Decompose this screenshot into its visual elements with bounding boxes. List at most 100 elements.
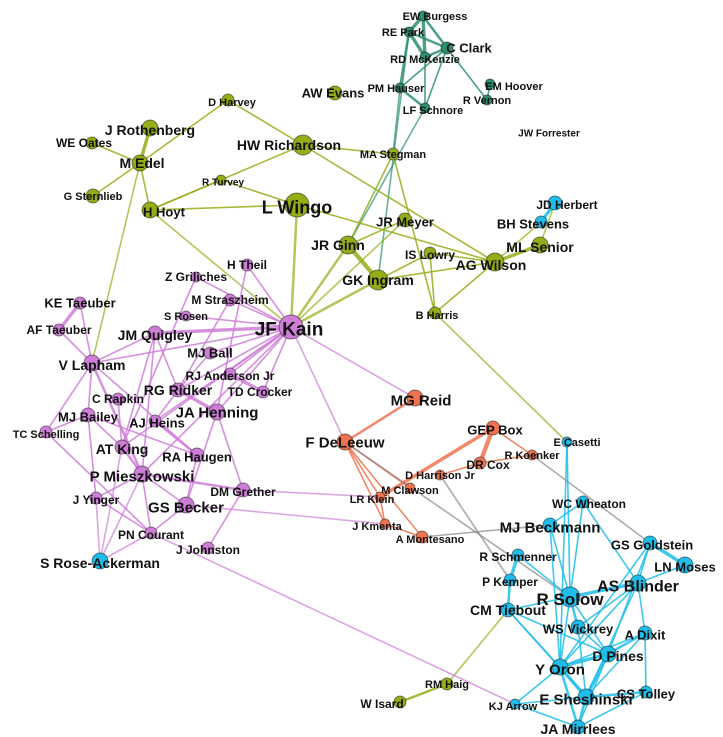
node-circle[interactable]: [423, 246, 437, 260]
node-mg-reid[interactable]: MG Reid: [391, 389, 452, 409]
node-circle[interactable]: [509, 698, 521, 710]
node-circle[interactable]: [223, 367, 237, 381]
node-hw-richardson[interactable]: HW Richardson: [237, 134, 341, 156]
node-circle[interactable]: [336, 433, 354, 451]
node-d-harrison-jr[interactable]: D Harrison Jr: [405, 469, 476, 482]
node-circle[interactable]: [394, 82, 406, 94]
node-rj-anderson-jr[interactable]: RJ Anderson Jr: [186, 367, 275, 383]
node-pn-courant[interactable]: PN Courant: [118, 526, 184, 542]
node-circle[interactable]: [327, 85, 343, 101]
node-circle[interactable]: [133, 465, 151, 483]
node-we-oates[interactable]: WE Oates: [56, 136, 112, 150]
node-circle[interactable]: [570, 619, 586, 635]
node-mj-beckmann[interactable]: MJ Beckmann: [500, 517, 601, 536]
node-circle[interactable]: [235, 482, 251, 498]
node-circle[interactable]: [190, 271, 202, 283]
node-circle[interactable]: [561, 436, 573, 448]
node-circle[interactable]: [503, 573, 517, 587]
node-circle[interactable]: [89, 491, 103, 505]
node-circle[interactable]: [170, 382, 186, 398]
node-circle[interactable]: [419, 51, 431, 63]
node-jf-kain[interactable]: JF Kain: [255, 314, 324, 341]
node-circle[interactable]: [481, 94, 493, 106]
node-circle[interactable]: [180, 310, 192, 322]
node-circle[interactable]: [599, 645, 617, 663]
node-circle[interactable]: [484, 78, 496, 90]
node-circle[interactable]: [428, 306, 442, 320]
node-circle[interactable]: [547, 195, 563, 211]
node-circle[interactable]: [393, 695, 407, 709]
node-bh-stevens[interactable]: BH Stevens: [497, 215, 569, 232]
node-circle[interactable]: [374, 491, 386, 503]
node-jr-ginn[interactable]: JR Ginn: [311, 235, 365, 255]
node-jd-herbert[interactable]: JD Herbert: [536, 195, 598, 212]
node-circle[interactable]: [379, 518, 391, 530]
node-m-edel[interactable]: M Edel: [119, 154, 165, 172]
node-circle[interactable]: [473, 456, 487, 470]
node-circle[interactable]: [570, 719, 586, 735]
node-jm-quigley[interactable]: JM Quigley: [118, 325, 193, 343]
node-aw-evans[interactable]: AW Evans: [302, 85, 365, 101]
node-circle[interactable]: [73, 296, 87, 310]
node-circle[interactable]: [338, 235, 358, 255]
node-c-clark[interactable]: C Clark: [440, 41, 493, 56]
node-circle[interactable]: [526, 449, 538, 461]
node-r-solow[interactable]: R Solow: [536, 586, 604, 609]
node-circle[interactable]: [284, 192, 310, 218]
node-s-rosen[interactable]: S Rosen: [164, 310, 208, 323]
node-circle[interactable]: [542, 517, 558, 533]
node-jw-forrester[interactable]: JW Forrester: [518, 129, 580, 140]
node-j-kmenta[interactable]: J Kmenta: [352, 518, 403, 533]
node-z-griliches[interactable]: Z Griliches: [165, 270, 227, 284]
node-r-koenker[interactable]: R Koenker: [504, 449, 560, 462]
node-ag-wilson[interactable]: AG Wilson: [456, 252, 527, 273]
node-circle[interactable]: [144, 526, 158, 540]
node-circle[interactable]: [208, 403, 226, 421]
node-as-blinder[interactable]: AS Blinder: [597, 574, 679, 596]
node-kj-arrow[interactable]: KJ Arrow: [489, 698, 538, 713]
node-ja-henning[interactable]: JA Henning: [176, 403, 259, 421]
node-p-kemper[interactable]: P Kemper: [482, 573, 538, 589]
node-j-rothenberg[interactable]: J Rothenberg: [105, 119, 195, 138]
node-p-mieszkowski[interactable]: P Mieszkowski: [90, 465, 195, 485]
node-tc-schelling[interactable]: TC Schelling: [13, 425, 80, 441]
node-circle[interactable]: [485, 420, 501, 436]
node-s-rose-ackerman[interactable]: S Rose-Ackerman: [40, 552, 160, 571]
node-gs-goldstein[interactable]: GS Goldstein: [611, 535, 693, 553]
node-td-crocker[interactable]: TD Crocker: [228, 385, 293, 399]
node-aj-heins[interactable]: AJ Heins: [129, 414, 185, 431]
node-m-clawson[interactable]: M Clawson: [381, 482, 439, 497]
node-circle[interactable]: [111, 392, 125, 406]
node-c-rapkin[interactable]: C Rapkin: [92, 392, 144, 406]
node-circle[interactable]: [80, 407, 96, 423]
node-lr-klein[interactable]: LR Klein: [350, 491, 395, 506]
node-gs-becker[interactable]: GS Becker: [148, 496, 224, 516]
node-a-montesano[interactable]: A Montesano: [396, 530, 465, 546]
node-wc-wheaton[interactable]: WC Wheaton: [552, 495, 626, 511]
node-circle[interactable]: [637, 625, 653, 641]
node-circle[interactable]: [83, 354, 101, 372]
node-circle[interactable]: [559, 586, 581, 608]
node-re-park[interactable]: RE Park: [382, 26, 425, 39]
node-ma-stegman[interactable]: MA Stegman: [360, 147, 426, 161]
node-circle[interactable]: [386, 147, 400, 161]
node-circle[interactable]: [485, 252, 505, 272]
node-dm-grether[interactable]: DM Grether: [210, 482, 276, 499]
node-circle[interactable]: [367, 269, 389, 291]
node-circle[interactable]: [676, 556, 694, 574]
node-ke-taeuber[interactable]: KE Taeuber: [44, 296, 115, 311]
node-h-theil[interactable]: H Theil: [227, 258, 267, 272]
node-w-isard[interactable]: W Isard: [360, 695, 407, 711]
node-circle[interactable]: [91, 552, 109, 570]
node-lf-schnore[interactable]: LF Schnore: [403, 102, 464, 117]
node-rm-haig[interactable]: RM Haig: [425, 677, 469, 691]
node-circle[interactable]: [223, 293, 237, 307]
node-circle[interactable]: [417, 10, 429, 22]
node-r-vernon[interactable]: R Vernon: [463, 94, 512, 107]
node-circle[interactable]: [85, 188, 101, 204]
node-circle[interactable]: [147, 325, 163, 341]
node-d-harvey[interactable]: D Harvey: [208, 93, 257, 109]
node-ra-haugen[interactable]: RA Haugen: [162, 447, 232, 465]
node-d-pines[interactable]: D Pines: [592, 645, 644, 664]
node-circle[interactable]: [215, 174, 227, 186]
